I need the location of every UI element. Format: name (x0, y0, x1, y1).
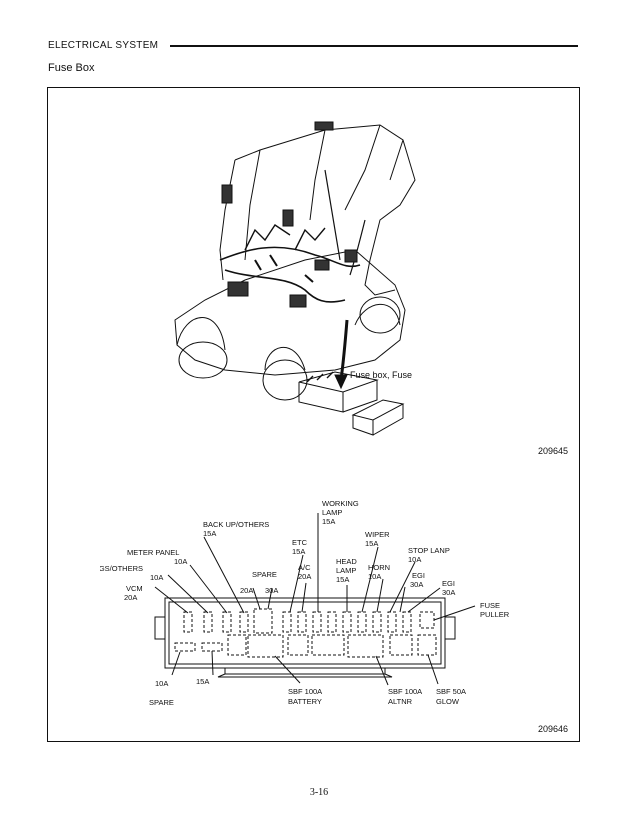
label-spare-15a: 15A (196, 677, 209, 686)
page-number: 3-16 (309, 787, 329, 798)
figure2-ref: 209646 (538, 724, 569, 734)
label-20a: 20A (240, 586, 253, 595)
page-title: Fuse Box (48, 62, 95, 74)
label-spare-bottom: SPARE (149, 698, 174, 707)
label-spare-top: SPARE (252, 570, 277, 579)
label-30a: 30A (265, 586, 278, 595)
section-title: ELECTRICAL SYSTEM (48, 40, 159, 51)
section-header: ELECTRICAL SYSTEM (48, 40, 578, 52)
right-clip (444, 616, 456, 640)
figure-frame (47, 87, 580, 742)
label-qgs-others: QGS/OTHERS10A (100, 564, 163, 582)
fuse-box-outline (164, 597, 446, 669)
figure1-callout: Fuse box, Fuse (350, 370, 413, 380)
figure1-ref: 209645 (538, 446, 569, 456)
header-rule (170, 45, 578, 47)
left-clip (154, 616, 166, 640)
forklift-illustration (174, 121, 416, 436)
label-spare-10a: 10A (155, 679, 168, 688)
